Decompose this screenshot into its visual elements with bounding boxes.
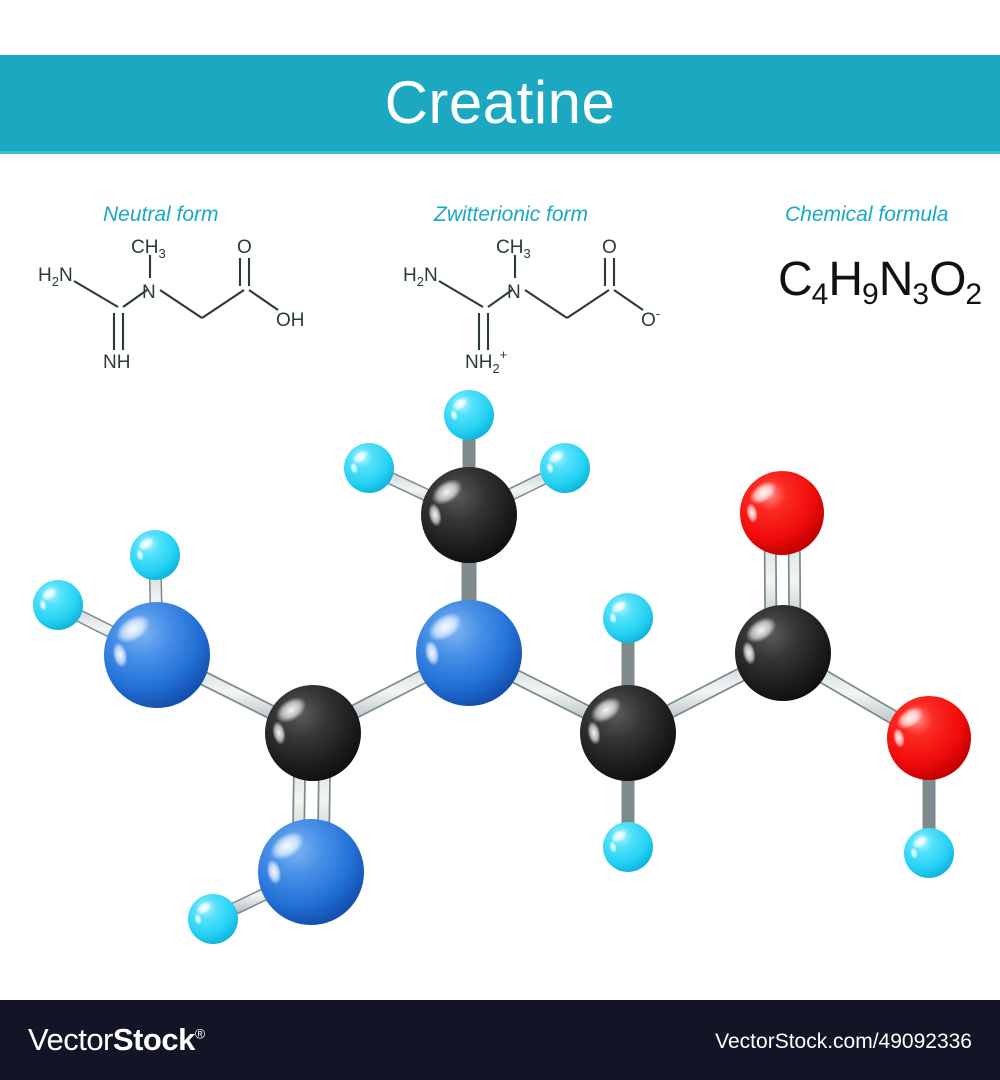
atom-hydrogen-imine — [188, 894, 238, 944]
atom-hydrogen-methyl-right — [540, 443, 590, 493]
atom-label-o-minus: O- — [641, 306, 660, 331]
formula-count-c: 4 — [811, 278, 829, 311]
watermark-url: VectorStock.com/49092336 — [715, 1030, 972, 1053]
atom-hydrogen-methyl-left — [344, 443, 394, 493]
chemical-formula-text: C4H9N3O2 — [778, 252, 982, 311]
atom-carbon-methyl — [421, 467, 517, 563]
label-zwitterionic-form: Zwitterionic form — [434, 203, 589, 226]
atom-nitrogen-central — [416, 600, 522, 706]
atom-label-o: O — [237, 237, 252, 258]
formula-element-c: C — [778, 253, 813, 306]
atom-carbon-methylene — [580, 685, 676, 781]
atom-nitrogen-imine — [258, 819, 364, 925]
footer-watermark-bar: VectorStock® VectorStock.com/49092336 — [0, 1000, 1000, 1080]
formula-count-h: 9 — [862, 278, 879, 311]
atom-carbon-carboxyl — [735, 605, 831, 701]
formula-element-h: H — [828, 253, 863, 306]
logo-text-bold: Stock — [112, 1022, 195, 1057]
atom-hydrogen-amine-top — [130, 530, 180, 580]
atom-oxygen-carbonyl — [740, 471, 824, 555]
skeletal-diagram-zwitterionic-form: H2N CH3 N NH2+ O O- — [403, 237, 660, 373]
atom-hydrogen-methylene-top — [603, 593, 653, 643]
label-chemical-formula: Chemical formula — [785, 203, 949, 226]
atom-label-o: O — [602, 237, 617, 258]
atom-carbon-guanidino — [265, 685, 361, 781]
atom-hydrogen-amine-left — [33, 580, 83, 630]
atom-label-ch3: CH3 — [496, 237, 531, 261]
atom-label-nh2-plus: NH2+ — [465, 347, 507, 373]
atom-label-n: N — [142, 282, 156, 303]
formula-element-o: O — [929, 253, 966, 306]
banner-underline — [0, 151, 1000, 154]
title-banner: Creatine — [0, 55, 1000, 151]
page-title: Creatine — [384, 69, 616, 136]
atom-group — [33, 390, 971, 944]
formula-element-n: N — [878, 253, 914, 306]
label-neutral-form: Neutral form — [103, 203, 219, 226]
skeletal-diagram-neutral-form: H2N CH3 N NH O OH — [38, 237, 305, 373]
logo-text-light: Vector — [28, 1022, 113, 1057]
atom-hydrogen-methyl-top — [444, 390, 494, 440]
atom-label-nh: NH — [103, 352, 130, 373]
molecular-model-creatine — [33, 390, 971, 944]
formula-count-n: 3 — [912, 278, 930, 311]
atom-hydrogen-methylene-bottom — [603, 822, 653, 872]
vectorstock-logo: VectorStock® — [28, 1022, 205, 1058]
atom-label-ch3: CH3 — [131, 237, 166, 261]
formula-count-o: 2 — [965, 278, 983, 311]
atom-label-h2n: H2N — [403, 265, 438, 289]
atom-label-n: N — [507, 282, 521, 303]
registered-trademark-icon: ® — [194, 1025, 205, 1042]
atom-label-oh: OH — [276, 310, 305, 331]
atom-nitrogen-amine — [104, 602, 210, 708]
atom-label-h2n: H2N — [38, 265, 73, 289]
atom-hydrogen-hydroxyl — [904, 828, 954, 878]
atom-oxygen-hydroxyl — [887, 696, 971, 780]
